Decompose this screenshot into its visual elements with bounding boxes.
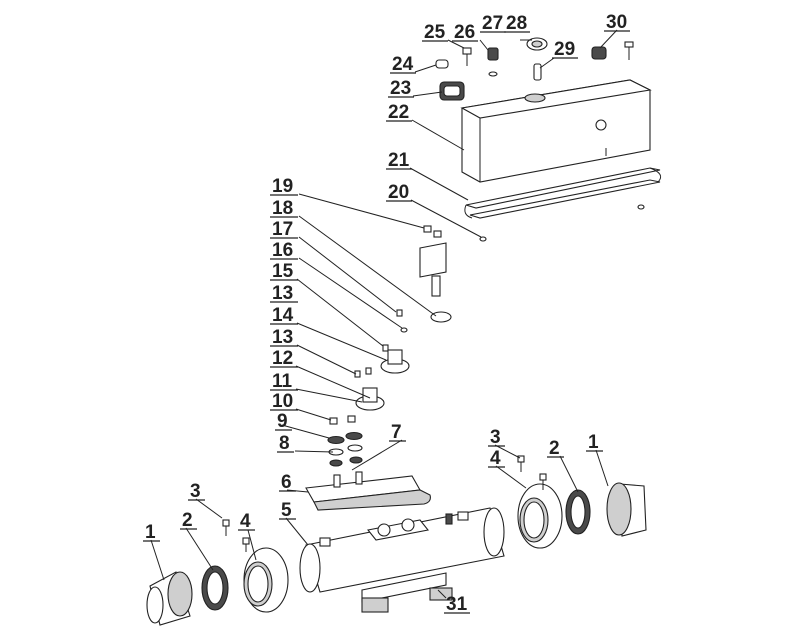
leader-lines	[150, 29, 618, 599]
callout-3-right: 3	[490, 427, 501, 448]
callout-30: 30	[606, 12, 627, 33]
part-plug-24	[435, 59, 449, 69]
part-union-tail-right	[606, 482, 647, 537]
part-mounting-blocks	[361, 587, 453, 613]
part-cap-30	[591, 41, 634, 60]
part-screw-25	[462, 47, 472, 66]
part-o-ring-left	[201, 565, 229, 611]
part-union-tail-left	[146, 571, 193, 626]
callout-22: 22	[388, 102, 409, 123]
part-union-nut-right	[517, 483, 563, 549]
part-union-nut-left	[243, 547, 289, 613]
part-cable-gland	[439, 81, 465, 101]
callout-11: 11	[272, 371, 293, 392]
callout-25: 25	[424, 22, 446, 43]
part-screws-13	[354, 367, 372, 378]
callout-27: 27	[482, 13, 503, 34]
callout-16: 16	[272, 240, 293, 261]
callout-29: 29	[554, 39, 575, 60]
part-sensor-14	[380, 349, 410, 374]
callout-10: 10	[272, 391, 293, 412]
callout-2-left: 2	[182, 510, 193, 531]
callout-15: 15	[272, 261, 294, 282]
callout-4-left: 4	[240, 511, 251, 532]
part-screw-left	[222, 519, 250, 552]
callout-5: 5	[281, 500, 292, 521]
callout-17: 17	[272, 219, 293, 240]
callout-3-left: 3	[190, 481, 201, 502]
part-nut-28	[526, 37, 548, 51]
callout-4-right: 4	[490, 448, 501, 469]
callout-2-right: 2	[549, 438, 560, 459]
part-pressure-switch	[419, 242, 452, 323]
part-sensor-12	[355, 387, 385, 411]
part-nuts-19	[423, 225, 442, 238]
part-pin-29	[533, 63, 542, 81]
part-heater-tube	[299, 507, 505, 603]
part-small-screws	[382, 309, 408, 352]
part-heating-element	[305, 471, 431, 511]
callout-19: 19	[272, 176, 293, 197]
callout-13-upper: 13	[272, 283, 293, 304]
callout-8: 8	[279, 433, 290, 454]
part-o-ring-right	[565, 489, 591, 535]
callout-7: 7	[391, 422, 402, 443]
part-washer-stack	[327, 415, 363, 467]
callout-9: 9	[277, 411, 288, 432]
part-base-frame	[464, 167, 662, 219]
callout-13-lower: 13	[272, 327, 293, 348]
part-screw-right	[517, 455, 547, 490]
callout-1-right: 1	[588, 432, 599, 453]
callout-24: 24	[392, 54, 414, 75]
callout-12: 12	[272, 348, 293, 369]
callout-20: 20	[388, 182, 409, 203]
callout-14: 14	[272, 305, 294, 326]
part-fitting-26-27	[487, 47, 499, 77]
part-cover-housing	[460, 79, 652, 183]
callout-28: 28	[506, 13, 527, 34]
callout-labels: 1 2 3 4 5 6 7 8 9 10 11 12 13 14 13 15 1	[143, 12, 630, 615]
part-washer-20	[479, 236, 487, 242]
callout-21: 21	[388, 150, 410, 171]
callout-6: 6	[281, 472, 292, 493]
callout-31: 31	[446, 594, 468, 615]
callout-18: 18	[272, 198, 293, 219]
callout-26: 26	[454, 22, 475, 43]
callout-23: 23	[390, 78, 411, 99]
callout-1-left: 1	[145, 522, 156, 543]
